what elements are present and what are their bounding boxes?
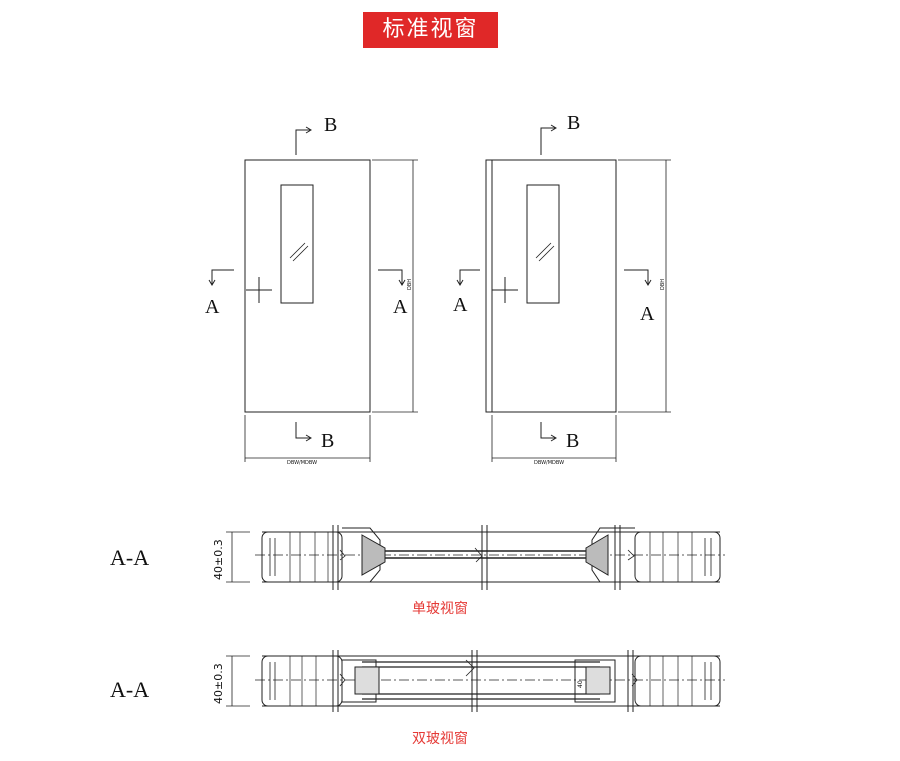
core-lines bbox=[289, 532, 693, 582]
door-edge-right bbox=[634, 531, 721, 583]
frame-posts bbox=[332, 525, 621, 590]
door-elevation-double bbox=[456, 124, 671, 462]
vision-window bbox=[526, 184, 560, 304]
width-dimension bbox=[244, 415, 371, 462]
label-a-right: A bbox=[393, 296, 408, 318]
gasket-right bbox=[585, 534, 609, 576]
section-a-arrow-right bbox=[624, 269, 652, 286]
bead-right bbox=[574, 659, 616, 703]
vision-window bbox=[280, 184, 314, 304]
section-b-arrow-top bbox=[295, 126, 312, 155]
glass-panes bbox=[362, 661, 600, 700]
label-b-bottom: B bbox=[321, 430, 334, 452]
door-edge-right bbox=[634, 655, 721, 707]
door-leaf bbox=[244, 159, 371, 413]
label-b-top: B bbox=[567, 112, 580, 134]
edge-lines bbox=[269, 662, 712, 700]
door-edge-left bbox=[261, 531, 343, 583]
label-a-left: A bbox=[453, 294, 468, 316]
handle-cross bbox=[492, 277, 518, 303]
thickness-dimension bbox=[226, 655, 250, 707]
break-marks bbox=[339, 659, 638, 687]
section-a-arrow-right bbox=[378, 269, 406, 286]
section-label-double: A-A bbox=[110, 677, 150, 702]
height-dimension bbox=[618, 159, 671, 413]
door-skin bbox=[262, 531, 720, 583]
door-elevation-single bbox=[208, 126, 418, 462]
width-dimension bbox=[491, 415, 617, 462]
glass-thickness-mark: 40 bbox=[577, 680, 584, 688]
section-b-arrow-bottom bbox=[295, 422, 312, 442]
height-label: DBH bbox=[660, 279, 666, 290]
glass-pane bbox=[385, 550, 586, 559]
handle-cross bbox=[246, 277, 272, 303]
label-a-left: A bbox=[205, 296, 220, 318]
caption-single-glass: 单玻视窗 bbox=[412, 601, 468, 617]
section-b-arrow-bottom bbox=[540, 422, 557, 442]
spacer-right bbox=[585, 666, 611, 695]
section-b-arrow-top bbox=[540, 124, 557, 155]
glass-mark bbox=[535, 242, 555, 262]
section-a-arrow-left bbox=[456, 269, 480, 286]
section-view-single-glass bbox=[226, 525, 725, 590]
label-b-bottom: B bbox=[566, 430, 579, 452]
page-title: 标准视窗 bbox=[363, 12, 498, 48]
section-view-double-glass bbox=[226, 650, 725, 712]
width-label: DBW/MDBW bbox=[287, 460, 317, 466]
spacer-left bbox=[354, 666, 380, 695]
core-lines bbox=[289, 656, 693, 706]
height-dimension bbox=[372, 159, 418, 413]
thickness-label: 40±0.3 bbox=[212, 539, 225, 580]
label-a-right: A bbox=[640, 303, 655, 325]
frame-posts bbox=[332, 650, 634, 712]
break-marks bbox=[339, 547, 635, 563]
height-label: DBH bbox=[407, 279, 413, 290]
door-leaf bbox=[485, 159, 617, 413]
width-label: DBW/MDBW bbox=[534, 460, 564, 466]
caption-double-glass: 双玻视窗 bbox=[412, 731, 468, 747]
section-label-single: A-A bbox=[110, 545, 150, 570]
edge-lines bbox=[269, 538, 712, 576]
thickness-label: 40±0.3 bbox=[212, 663, 225, 704]
section-a-arrow-left bbox=[208, 269, 234, 286]
glass-mark bbox=[289, 242, 309, 262]
gasket-left bbox=[361, 534, 386, 576]
thickness-dimension bbox=[226, 531, 250, 583]
label-b-top: B bbox=[324, 114, 337, 136]
